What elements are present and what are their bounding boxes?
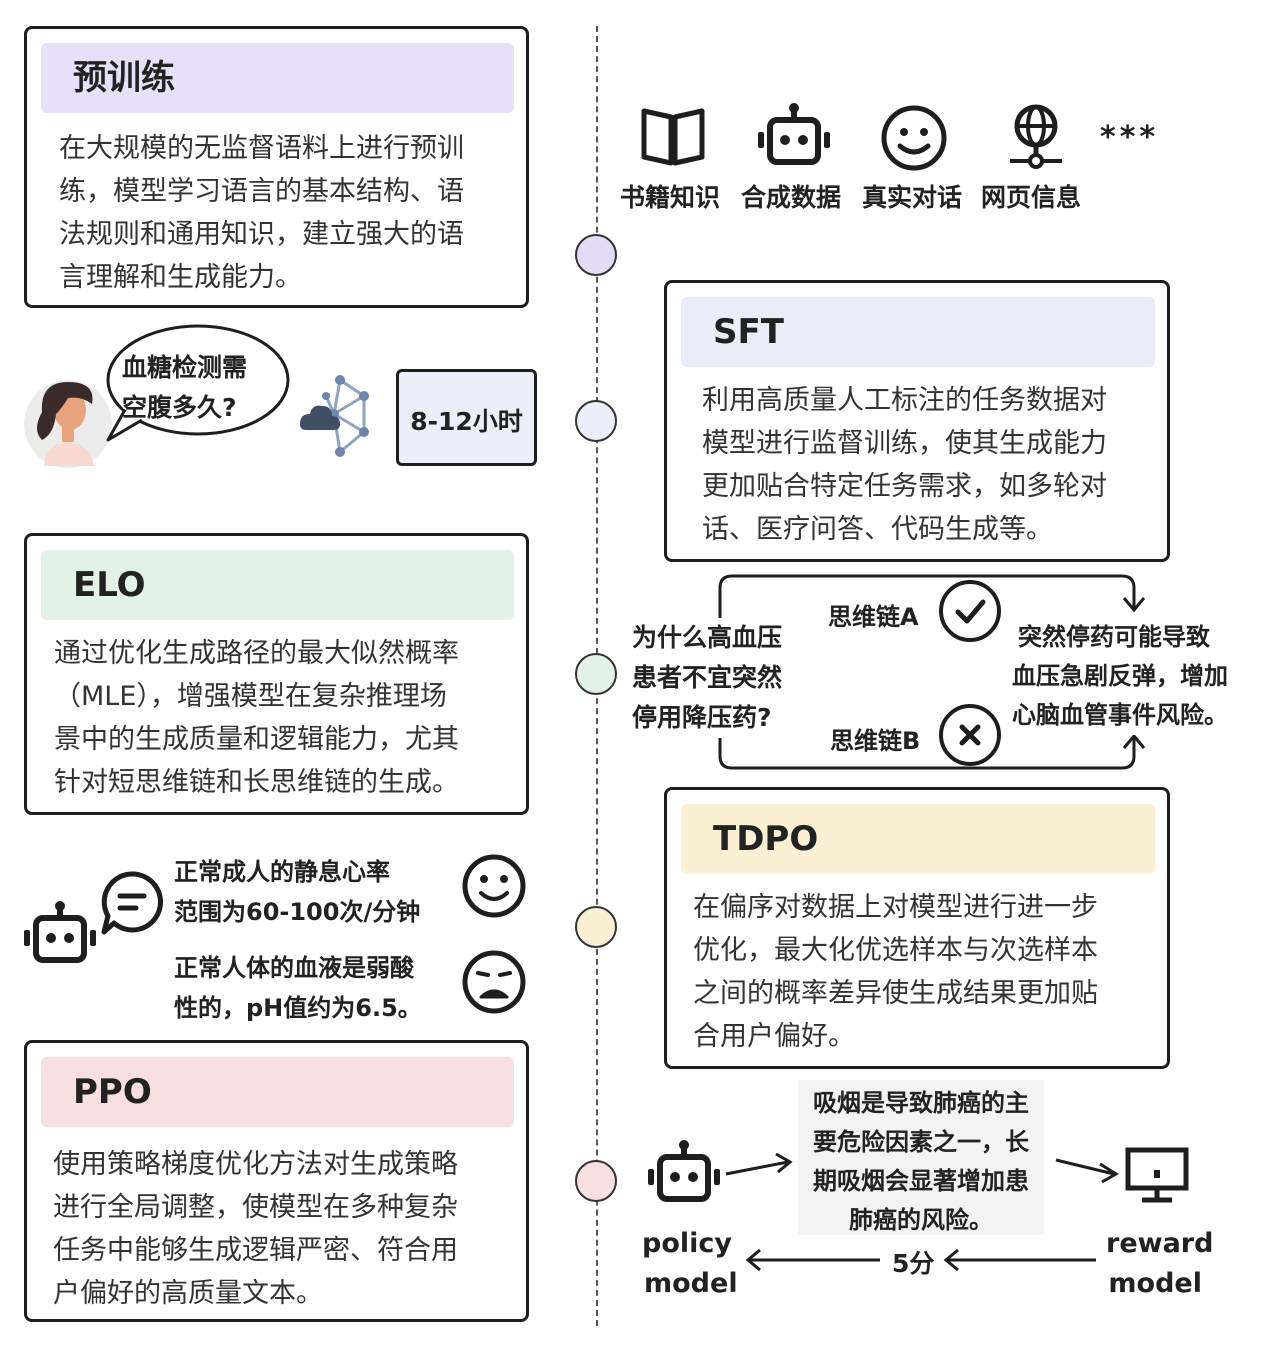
timeline-node-tdpo (575, 906, 617, 948)
sft-title: SFT (713, 312, 784, 352)
tdpo-description: 在偏序对数据上对模型进行进一步 优化，最大化优选样本与次选样本 之间的概率差异使… (693, 892, 1098, 1052)
neural-network-icon (296, 374, 376, 458)
ppo-header: PPO (41, 1057, 514, 1127)
elo-header: ELO (41, 550, 514, 620)
reward-model-label: reward model (1106, 1228, 1214, 1299)
policy-model-label: policy model (642, 1228, 738, 1299)
chain-connectors (718, 574, 1146, 770)
globe-icon (1006, 104, 1066, 170)
generated-text: 吸烟是导致肺癌的主 要危险因素之一，长 期吸烟会显著增加患 肺癌的风险。 (813, 1089, 1029, 1234)
tdpo-header: TDPO (681, 804, 1155, 874)
assistant-robot-icon (22, 900, 98, 964)
generated-text-box: 吸烟是导致肺癌的主 要危险因素之一，长 期吸烟会显著增加患 肺癌的风险。 (798, 1080, 1044, 1235)
sft-answer: 8-12小时 (410, 407, 523, 436)
sft-description: 利用高质量人工标注的任务数据对 模型进行监督训练，使其生成能力 更加贴合特定任务… (702, 385, 1107, 545)
robot-icon (756, 102, 832, 166)
elo-description: 通过优化生成路径的最大似然概率 （MLE），增强模型在复杂推理场 景中的生成质量… (54, 638, 459, 798)
ppo-card: PPO 使用策略梯度优化方法对生成策略 进行全局调整，使模型在多种复杂 任务中能… (24, 1040, 529, 1322)
elo-title: ELO (73, 565, 146, 605)
source-label-synthetic: 合成数据 (741, 183, 842, 212)
ppo-title: PPO (73, 1072, 152, 1112)
ppo-flow-arrows (725, 1152, 1119, 1272)
timeline-node-ppo (575, 1160, 617, 1202)
timeline-node-pretrain (575, 234, 617, 276)
sft-question: 血糖检测需 空腹多久? (122, 353, 248, 422)
monitor-icon (1124, 1146, 1190, 1204)
tdpo-title: TDPO (713, 819, 819, 859)
policy-robot-icon (646, 1139, 722, 1203)
tdpo-bad-response: 正常人体的血液是弱酸 性的，pH值约为6.5。 (174, 954, 422, 1022)
user-avatar (24, 374, 116, 470)
reward-score: 5分 (892, 1249, 935, 1278)
chain-a-label: 思维链A (828, 603, 919, 631)
elo-question: 为什么高血压 患者不宜突然 停用降压药? (632, 618, 783, 738)
sad-face-icon (461, 949, 527, 1015)
timeline-node-sft (575, 400, 617, 442)
sft-header: SFT (681, 297, 1155, 367)
source-label-books: 书籍知识 (620, 183, 721, 212)
speech-bubble (96, 322, 292, 446)
source-more-indicator: *** (1100, 120, 1160, 155)
elo-card: ELO 通过优化生成路径的最大似然概率 （MLE），增强模型在复杂推理场 景中的… (24, 533, 529, 815)
ppo-description: 使用策略梯度优化方法对生成策略 进行全局调整，使模型在多种复杂 任务中能够生成逻… (53, 1149, 458, 1309)
pretrain-description: 在大规模的无监督语料上进行预训 练，模型学习语言的基本结构、语 法规则和通用知识… (59, 133, 464, 293)
timeline-node-elo (575, 653, 617, 695)
chat-bubble-icon (100, 870, 164, 936)
check-icon (938, 579, 1002, 643)
tdpo-good-response: 正常成人的静息心率 范围为60-100次/分钟 (174, 858, 421, 926)
sft-answer-box: 8-12小时 (396, 369, 537, 466)
smiley-icon (880, 104, 948, 172)
happy-face-icon (461, 853, 527, 919)
elo-answer: 突然停药可能导致 血压急剧反弹，增加 心脑血管事件风险。 (1012, 618, 1228, 735)
cross-icon (938, 703, 1002, 767)
source-label-web: 网页信息 (981, 183, 1082, 212)
book-icon (640, 105, 706, 167)
pretrain-title: 预训练 (73, 58, 175, 98)
pretrain-card: 预训练 在大规模的无监督语料上进行预训 练，模型学习语言的基本结构、语 法规则和… (24, 26, 529, 308)
sft-card: SFT 利用高质量人工标注的任务数据对 模型进行监督训练，使其生成能力 更加贴合… (664, 280, 1170, 562)
pretrain-header: 预训练 (41, 43, 514, 113)
chain-b-label: 思维链B (830, 727, 921, 755)
source-label-dialogue: 真实对话 (862, 183, 963, 212)
tdpo-card: TDPO 在偏序对数据上对模型进行进一步 优化，最大化优选样本与次选样本 之间的… (664, 787, 1170, 1069)
